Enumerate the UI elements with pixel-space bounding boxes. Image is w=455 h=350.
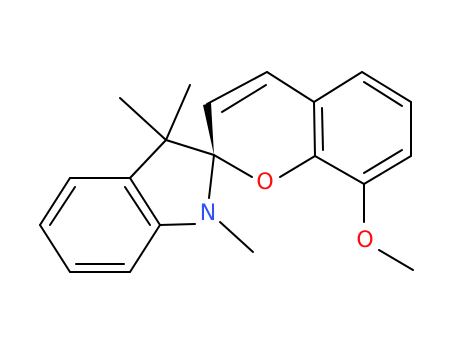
bond [361, 71, 412, 103]
methoxy-oxygen-label: O [356, 228, 373, 253]
bond [206, 71, 268, 105]
double-bond-inner [49, 186, 76, 226]
double-bond-inner [363, 81, 403, 107]
ring-oxygen-label: O [256, 170, 273, 195]
bond [213, 154, 253, 178]
methyl-bond [165, 84, 191, 141]
double-bond-inner [221, 84, 267, 113]
bond [129, 177, 161, 226]
chromene-benzene-ring [313, 71, 414, 271]
bond [279, 155, 316, 178]
indoline-five-ring [119, 84, 254, 253]
bond [39, 177, 71, 226]
bond [363, 155, 412, 185]
bond [266, 71, 315, 103]
bond [313, 101, 316, 157]
bond [39, 224, 71, 273]
bond [159, 223, 196, 226]
bond [313, 71, 363, 103]
indoline-nitrogen-label: N [200, 201, 216, 226]
double-bond-inner [363, 149, 403, 174]
double-bond-inner [124, 186, 151, 226]
bond [314, 155, 365, 185]
double-bond-inner [321, 107, 324, 151]
methyl-bond [119, 97, 167, 141]
methoxy-methyl-bond [378, 249, 414, 271]
n-methyl-bond [219, 221, 254, 253]
bond [129, 224, 161, 273]
bond [165, 139, 215, 156]
wedge-bond [203, 103, 214, 155]
bond [208, 154, 215, 199]
bond [129, 139, 167, 179]
indoline-benzene-ring [39, 177, 161, 273]
pyran-ring [203, 71, 316, 178]
